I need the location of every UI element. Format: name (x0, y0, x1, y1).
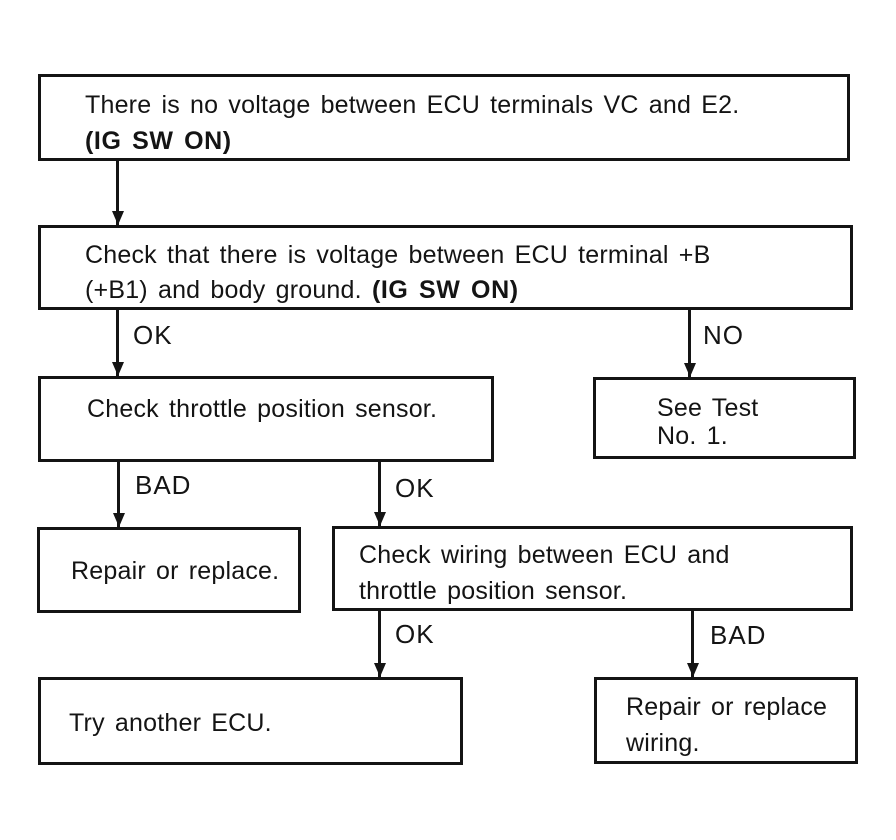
edge-label-bad: BAD (710, 620, 767, 650)
node-check-wiring: Check wiring between ECU and throttle po… (332, 526, 853, 611)
node-see-test-text: See Test (657, 394, 759, 422)
node-repair-wiring-text: Repair or replace (626, 693, 828, 721)
node-repair-replace-text: Repair or replace. (71, 557, 280, 585)
node-check-b-voltage: Check that there is voltage between ECU … (38, 225, 853, 310)
node-check-b-voltage-line2: (+B1) and body ground. (IG SW ON) (85, 273, 830, 308)
node-try-ecu: Try another ECU. (38, 677, 463, 765)
node-no-voltage-text: There is no voltage between ECU terminal… (85, 91, 740, 119)
node-no-voltage: There is no voltage between ECU terminal… (38, 74, 850, 161)
node-check-b-voltage-condition: (IG SW ON) (371, 276, 519, 304)
edge-label-bad: BAD (135, 470, 192, 500)
arrow-start-to-check (116, 161, 119, 225)
node-check-tps: Check throttle position sensor. (38, 376, 494, 462)
node-check-tps-text: Check throttle position sensor. (87, 395, 438, 423)
edge-label-ok: OK (133, 320, 173, 350)
node-check-b-voltage-text: Check that there is voltage between ECU … (85, 241, 711, 269)
node-see-test: See Test No. 1. (593, 377, 856, 459)
edge-label-ok: OK (395, 619, 435, 649)
node-check-wiring-text: Check wiring between ECU and (359, 541, 730, 569)
arrow-b-voltage-no (688, 310, 691, 377)
arrow-b-voltage-ok (116, 310, 119, 376)
arrow-tps-ok (378, 462, 381, 526)
node-check-b-voltage-text2: (+B1) and body ground. (85, 276, 362, 304)
node-no-voltage-condition: (IG SW ON) (85, 127, 232, 155)
edge-label-no: NO (703, 320, 744, 350)
node-try-ecu-text: Try another ECU. (69, 709, 272, 737)
node-repair-replace: Repair or replace. (37, 527, 301, 613)
arrow-wiring-bad (691, 611, 694, 677)
arrow-tps-bad (117, 462, 120, 527)
node-repair-wiring: Repair or replace wiring. (594, 677, 858, 764)
node-see-test-text2: No. 1. (657, 422, 728, 450)
node-repair-wiring-text2: wiring. (626, 729, 700, 757)
arrow-wiring-ok (378, 611, 381, 677)
edge-label-ok: OK (395, 473, 435, 503)
node-check-wiring-text2: throttle position sensor. (359, 577, 628, 605)
